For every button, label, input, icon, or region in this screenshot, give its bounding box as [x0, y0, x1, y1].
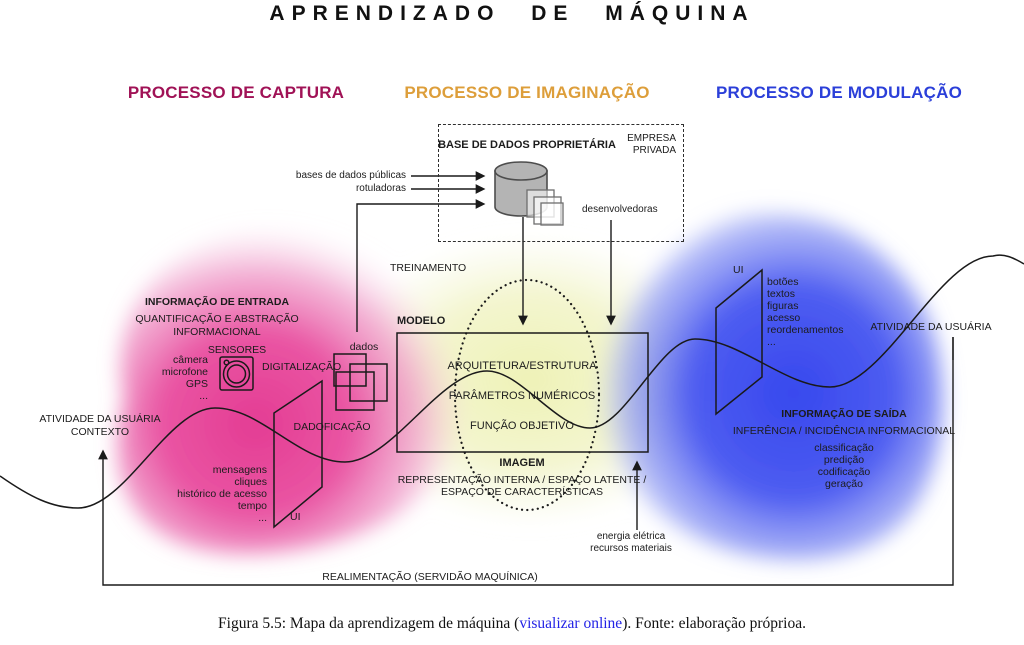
caption-suffix: ). Fonte: elaboração próprioa.: [622, 615, 806, 632]
proprietary-database-box: [438, 124, 684, 242]
model-item-architecture: ARQUITETURA/ESTRUTURA: [447, 360, 597, 372]
camera-sensor-icon: [219, 356, 254, 391]
latent-space-ellipse: [453, 278, 601, 512]
quantification-label-line2: INFORMACIONAL: [173, 326, 261, 338]
ui-right-label: UI: [733, 264, 744, 276]
image-label: IMAGEM: [499, 457, 545, 469]
ui-left-examples-list: mensagens cliques histórico de acesso te…: [177, 464, 267, 524]
image-desc-line2: ESPAÇO DE CARACTERÍSTICAS: [440, 486, 604, 498]
capture-blob: [117, 228, 463, 555]
input-information-heading: INFORMAÇÃO DE ENTRADA: [144, 296, 290, 308]
datafication-label: DADOFICAÇÃO: [293, 421, 371, 433]
labelers-label: rotuladoras: [355, 183, 406, 194]
arrow-captured-data: [356, 199, 486, 332]
caption-link[interactable]: visualizar online: [519, 615, 623, 632]
database-box-title: BASE DE DADOS PROPRIETÁRIA: [438, 139, 616, 151]
user-activity-left-line2: CONTEXTO: [70, 426, 130, 438]
training-label: TREINAMENTO: [390, 262, 467, 274]
model-label: MODELO: [397, 315, 446, 327]
model-item-objective: FUNÇÃO OBJETIVO: [470, 420, 574, 432]
resources-line2: recursos materiais: [590, 543, 672, 554]
process-modulation-heading: PROCESSO DE MODULAÇÃO: [716, 83, 962, 102]
feedback-label: REALIMENTAÇÃO (SERVIDÃO MAQUÍNICA): [322, 571, 538, 583]
inference-label: INFERÊNCIA / INCIDÊNCIA INFORMACIONAL: [732, 425, 956, 437]
outputs-list: classificação predição codificação geraç…: [814, 442, 874, 490]
ui-right-examples-list: botões textos figuras acesso reordenamen…: [767, 276, 844, 348]
feedback-loop-line: [98, 337, 954, 586]
output-information-heading: INFORMAÇÃO DE SAÍDA: [781, 408, 907, 420]
model-item-parameters: PARÂMETROS NUMÉRICOS: [448, 390, 596, 402]
developers-label: desenvolvedoras: [582, 204, 658, 215]
ui-screen-right-icon: [715, 268, 763, 416]
dados-frames-icon: [333, 353, 388, 411]
private-company-label: EMPRESA PRIVADA: [627, 133, 676, 156]
ui-left-label: UI: [290, 511, 301, 523]
resources-line1: energia elétrica: [596, 531, 666, 542]
user-activity-left-line1: ATIVIDADE DA USUÁRIA: [39, 413, 161, 425]
sensor-examples-list: câmera microfone GPS ...: [161, 354, 208, 402]
model-box: [396, 332, 649, 453]
caption-prefix: Figura 5.5: Mapa da aprendizagem de máqu…: [218, 615, 520, 632]
quantification-label-line1: QUANTIFICAÇÃO E ABSTRAÇÃO: [135, 313, 299, 325]
dados-label: dados: [349, 341, 379, 353]
modulation-blob: [602, 212, 944, 561]
process-capture-heading: PROCESSO DE CAPTURA: [127, 83, 345, 102]
image-desc-line1: REPRESENTAÇÃO INTERNA / ESPAÇO LATENTE /: [397, 474, 647, 486]
ui-screen-left-icon: [273, 379, 323, 529]
wave-line: [0, 254, 1024, 509]
user-activity-right-label: ATIVIDADE DA USUÁRIA: [870, 321, 992, 333]
process-imagination-heading: PROCESSO DE IMAGINAÇÃO: [404, 83, 650, 102]
sensors-label: SENSORES: [207, 344, 267, 356]
public-databases-label: bases de dados públicas: [295, 170, 406, 181]
diagram-title: APRENDIZADO DE MÁQUINA: [269, 2, 755, 25]
digitization-label: DIGITALIZAÇÃO: [262, 361, 342, 373]
data-frames-icon: [526, 189, 564, 226]
figure-caption: Figura 5.5: Mapa da aprendizagem de máqu…: [0, 615, 1024, 632]
